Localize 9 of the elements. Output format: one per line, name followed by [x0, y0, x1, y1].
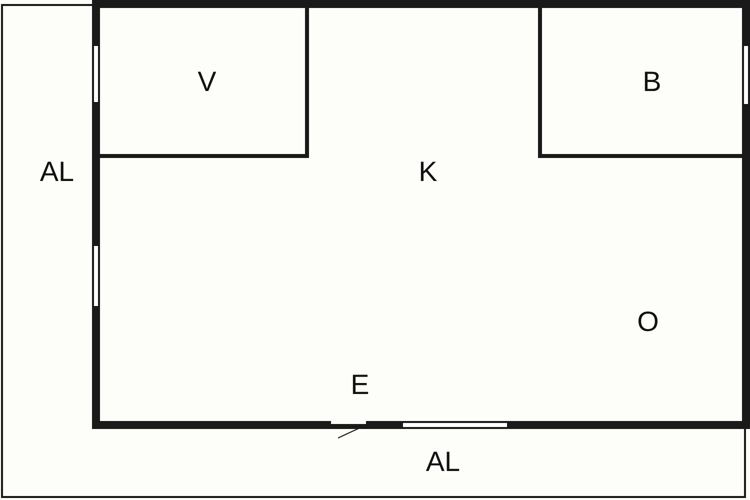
room	[538, 8, 742, 158]
room-label: B	[642, 68, 662, 96]
room-label: K	[418, 158, 438, 186]
room-label: AL	[40, 158, 74, 186]
room-label: V	[198, 68, 216, 96]
room-label: O	[637, 308, 659, 336]
room-label: AL	[426, 448, 460, 476]
room-label: E	[350, 371, 370, 399]
room	[100, 8, 309, 158]
